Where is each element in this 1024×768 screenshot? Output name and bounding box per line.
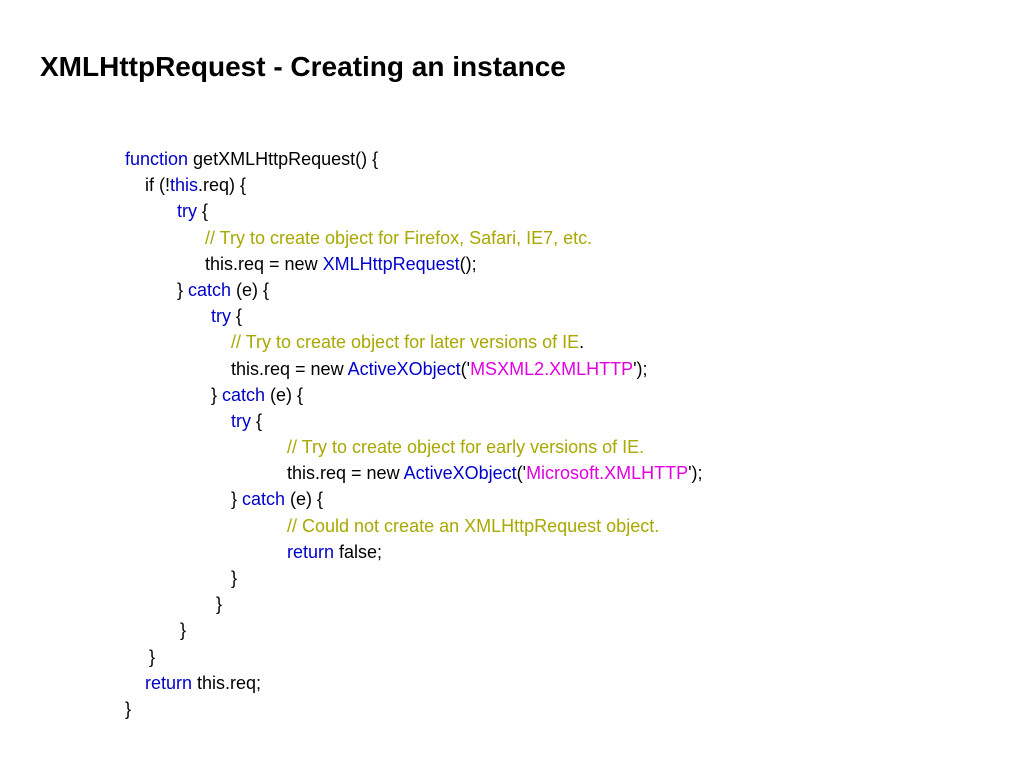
code-keyword: ActiveXObject: [347, 358, 461, 379]
code-plain: this.req;: [192, 672, 262, 693]
code-plain: this.req = new: [231, 358, 348, 379]
code-plain: ');: [633, 358, 648, 379]
code-string: Microsoft.XMLHTTP: [526, 463, 689, 484]
code-comment: // Try to create object for early versio…: [287, 437, 645, 458]
code-plain: this.req = new: [205, 253, 323, 274]
code-keyword: try: [231, 410, 251, 431]
code-line: this.req = new XMLHttpRequest();: [0, 251, 1024, 277]
code-line: // Try to create object for early versio…: [0, 434, 1024, 460]
code-plain: .req) {: [198, 175, 247, 196]
code-line: }: [0, 617, 1024, 643]
code-keyword: return: [145, 672, 193, 693]
code-comment: // Try to create object for later versio…: [231, 332, 580, 353]
code-line: try {: [0, 198, 1024, 224]
slide-title: XMLHttpRequest - Creating an instance: [40, 51, 566, 82]
code-line: this.req = new ActiveXObject('MSXML2.XML…: [0, 356, 1024, 382]
code-line: return this.req;: [0, 670, 1024, 696]
code-plain: false;: [334, 541, 383, 562]
code-line: try {: [0, 303, 1024, 329]
code-line: if (!this.req) {: [0, 172, 1024, 198]
code-keyword: catch: [188, 279, 232, 300]
code-line: } catch (e) {: [0, 486, 1024, 512]
code-plain: }: [180, 620, 187, 641]
code-line: this.req = new ActiveXObject('Microsoft.…: [0, 460, 1024, 486]
code-plain: getXMLHttpRequest() {: [188, 149, 379, 169]
code-keyword: XMLHttpRequest: [322, 253, 460, 274]
code-keyword: this: [170, 175, 199, 196]
code-keyword: catch: [242, 489, 286, 510]
code-line: }: [0, 591, 1024, 617]
code-line: }: [0, 696, 1024, 722]
code-plain: }: [231, 489, 243, 510]
code-plain: .: [579, 332, 585, 353]
code-line: function getXMLHttpRequest() {: [0, 146, 1024, 172]
code-comment: // Could not create an XMLHttpRequest ob…: [287, 515, 660, 536]
code-line: try {: [0, 408, 1024, 434]
code-line: return false;: [0, 539, 1024, 565]
code-plain: }: [216, 594, 223, 615]
code-keyword: function: [125, 149, 189, 169]
code-line: }: [0, 644, 1024, 670]
code-comment: // Try to create object for Firefox, Saf…: [205, 227, 593, 248]
code-keyword: try: [211, 306, 231, 327]
code-plain: (': [460, 358, 471, 379]
code-plain: {: [251, 410, 263, 431]
code-plain: this.req = new: [287, 463, 404, 484]
code-plain: (e) {: [265, 384, 304, 405]
code-keyword: try: [177, 201, 197, 222]
code-line: // Could not create an XMLHttpRequest ob…: [0, 513, 1024, 539]
code-keyword: return: [287, 541, 335, 562]
code-line: }: [0, 565, 1024, 591]
code-string: MSXML2.XMLHTTP: [470, 358, 634, 379]
code-plain: (': [516, 463, 527, 484]
code-line: } catch (e) {: [0, 277, 1024, 303]
code-line: } catch (e) {: [0, 382, 1024, 408]
code-plain: }: [231, 568, 238, 588]
code-plain: ();: [459, 253, 477, 274]
code-keyword: catch: [222, 384, 266, 405]
code-plain: }: [149, 646, 156, 667]
code-keyword: ActiveXObject: [403, 463, 517, 484]
code-plain: if (!: [145, 175, 170, 196]
code-plain: }: [211, 384, 223, 405]
code-plain: (e) {: [285, 489, 324, 510]
code-plain: }: [125, 698, 132, 719]
code-block: function getXMLHttpRequest() {if (!this.…: [0, 146, 1024, 722]
code-plain: {: [197, 201, 209, 222]
code-plain: ');: [688, 463, 703, 484]
code-line: // Try to create object for Firefox, Saf…: [0, 225, 1024, 251]
code-plain: (e) {: [231, 279, 270, 300]
code-plain: }: [177, 279, 189, 300]
code-line: // Try to create object for later versio…: [0, 329, 1024, 355]
code-plain: {: [231, 306, 243, 327]
